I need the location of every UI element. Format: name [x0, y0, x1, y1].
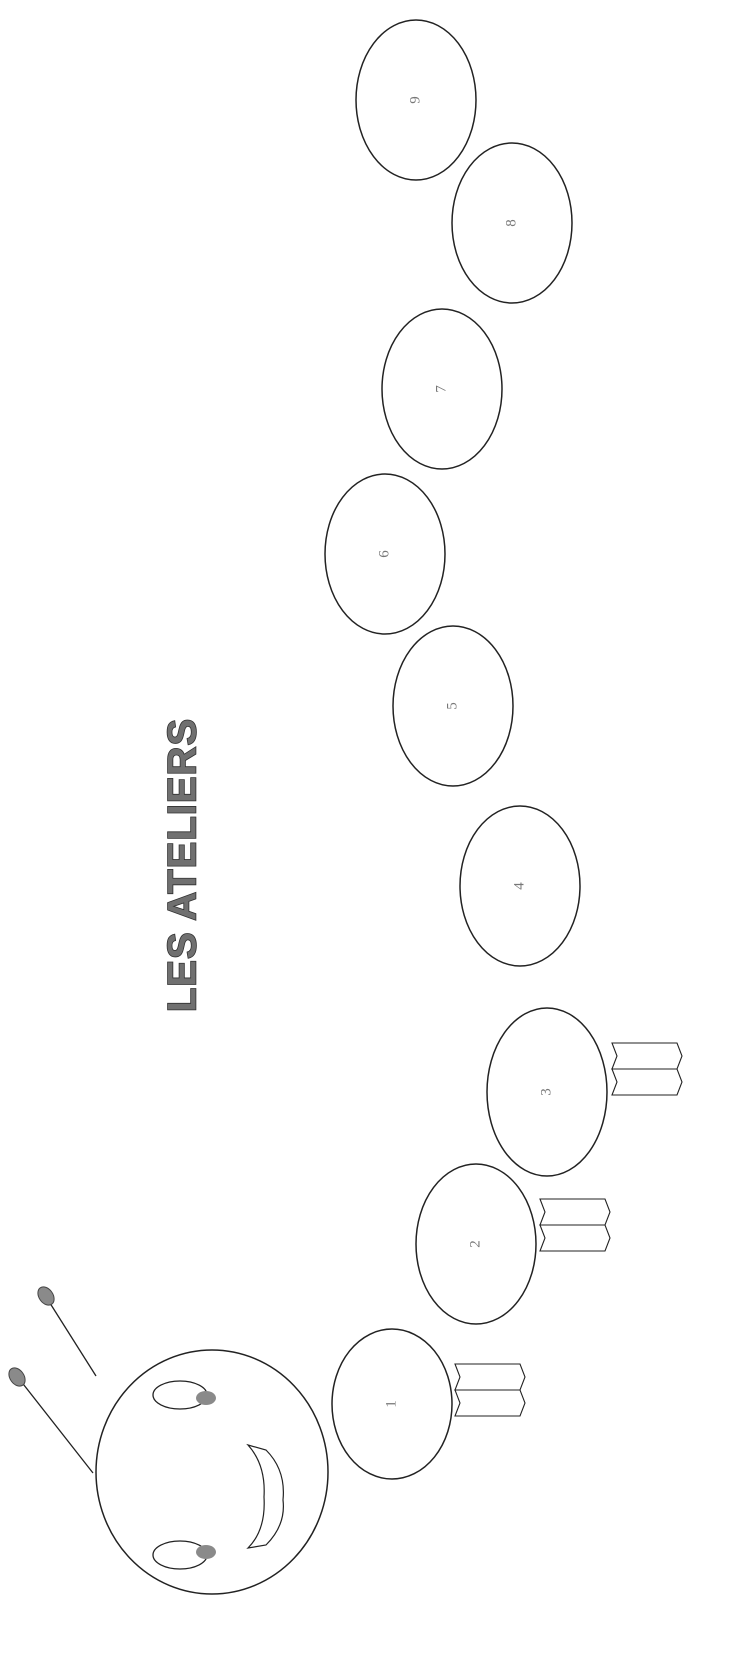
segment-oval — [459, 805, 581, 967]
segment-number: 5 — [444, 702, 460, 710]
segment-oval — [451, 142, 573, 304]
segment-oval — [392, 625, 514, 787]
body-segment-4: 4 — [459, 805, 581, 967]
segment-oval — [415, 1163, 537, 1325]
legs-segment-2 — [539, 1198, 611, 1252]
legs — [454, 1042, 683, 1417]
legs-segment-1 — [454, 1363, 526, 1417]
legs-segment-3 — [611, 1042, 683, 1096]
segment-oval — [331, 1328, 453, 1480]
segment-number: 3 — [538, 1088, 554, 1096]
segment-number: 6 — [376, 550, 392, 558]
segment-number: 7 — [433, 385, 449, 393]
mouth — [246, 1443, 284, 1549]
eyes — [152, 1380, 216, 1570]
body-segments: 1 2 3 4 5 6 7 8 9 — [324, 19, 608, 1480]
body-segment-6: 6 — [324, 473, 446, 635]
segment-number: 1 — [383, 1400, 399, 1408]
body-segment-2: 2 — [415, 1163, 537, 1325]
segment-number: 8 — [503, 219, 519, 227]
body-segment-1: 1 — [331, 1328, 453, 1480]
caterpillar-head — [8, 1286, 329, 1595]
segment-number: 9 — [407, 96, 423, 104]
body-segment-8: 8 — [451, 142, 573, 304]
segment-number: 2 — [467, 1240, 483, 1248]
segment-oval — [381, 308, 503, 470]
segment-oval — [355, 19, 477, 181]
segment-oval — [324, 473, 446, 635]
segment-number: 4 — [511, 882, 527, 890]
body-segment-5: 5 — [392, 625, 514, 787]
page-title: LES ATELIERS — [161, 718, 205, 1012]
body-segment-9: 9 — [355, 19, 477, 181]
body-segment-7: 7 — [381, 308, 503, 470]
antennae — [8, 1286, 97, 1474]
segment-oval — [486, 1007, 608, 1177]
body-segment-3: 3 — [486, 1007, 608, 1177]
